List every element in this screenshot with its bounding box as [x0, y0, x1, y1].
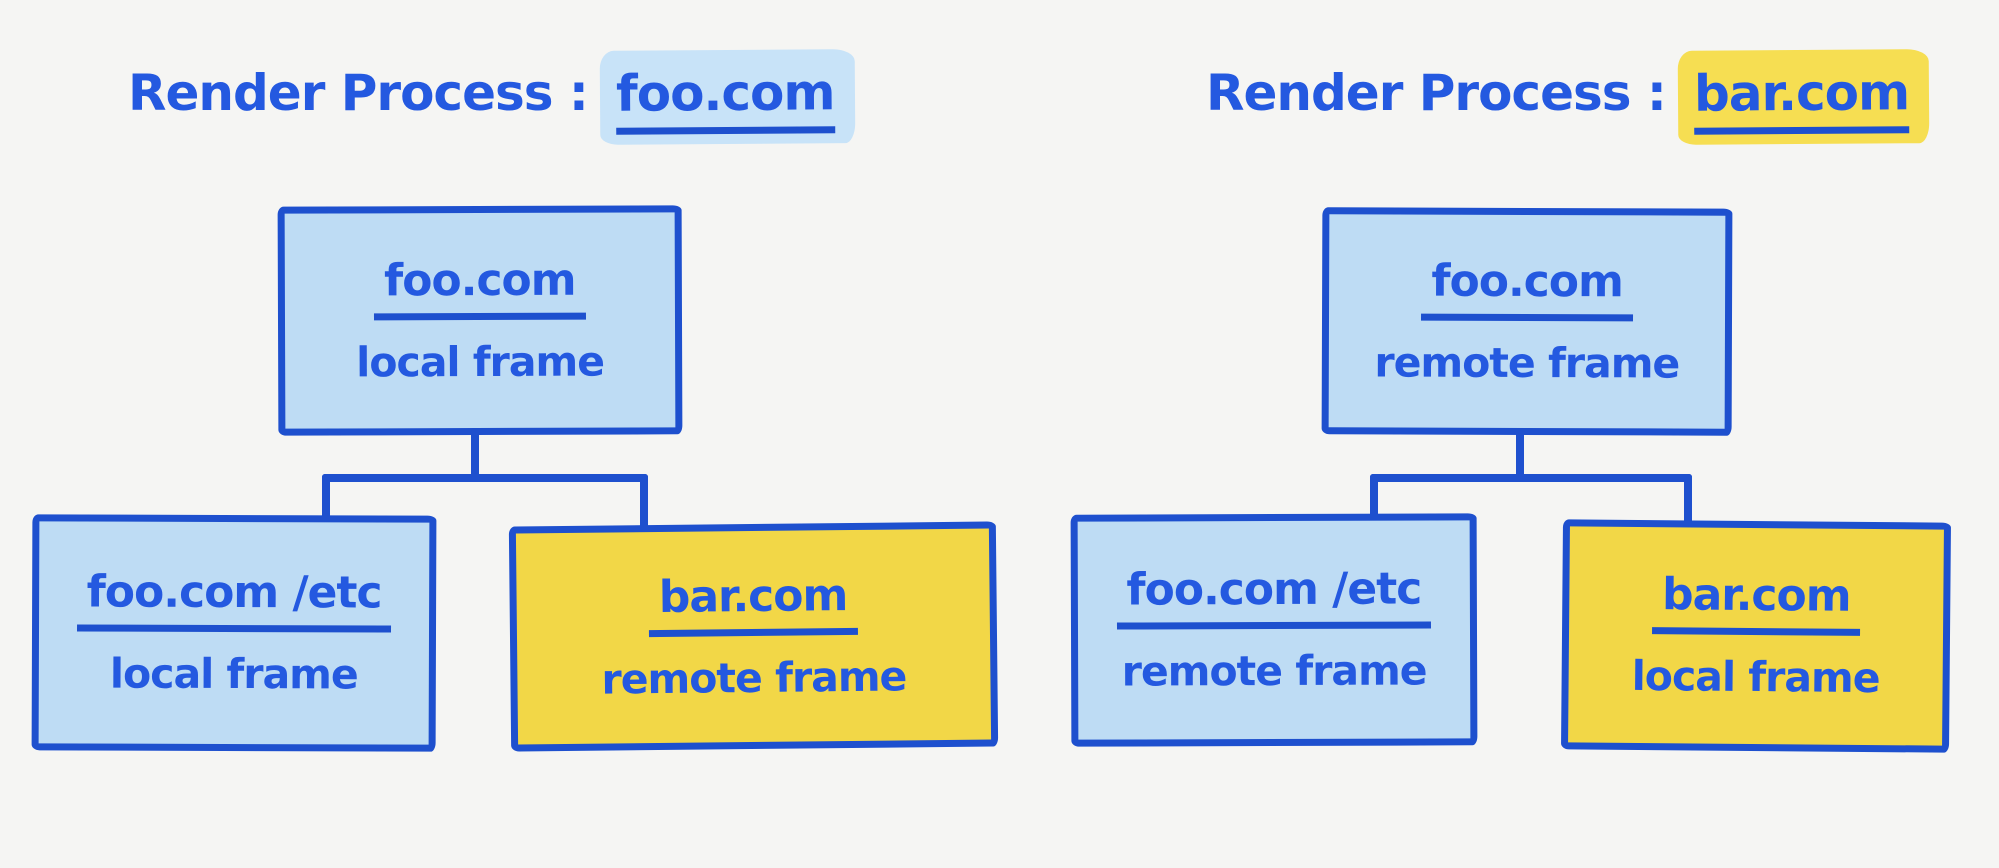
title-prefix: Render Process : [1206, 64, 1667, 122]
frame-domain-label: foo.com /etc [76, 566, 392, 633]
connector-crossbar [1370, 474, 1692, 482]
connector-drop-right [640, 474, 648, 530]
frame-type-label: remote frame [1374, 337, 1680, 388]
title-domain-highlight: foo.com [599, 49, 855, 145]
frame-type-label: local frame [356, 337, 605, 386]
connector-drop-left [1370, 474, 1378, 520]
connector-drop-left [322, 474, 330, 522]
frame-type-label: local frame [109, 649, 358, 699]
child-frame-box-right: bar.com remote frame [508, 521, 999, 752]
connector-stem [1516, 430, 1524, 478]
connector-crossbar [322, 474, 648, 482]
tree-title-foo: Render Process : foo.com [128, 49, 855, 145]
child-frame-box-left: foo.com /etc local frame [31, 514, 437, 752]
root-frame-box: foo.com remote frame [1321, 207, 1733, 436]
title-domain-text: foo.com [616, 63, 835, 135]
tree-title-bar: Render Process : bar.com [1206, 49, 1930, 145]
frame-domain-label: foo.com [374, 254, 586, 320]
root-frame-box: foo.com local frame [277, 205, 683, 436]
frame-type-label: remote frame [1121, 646, 1427, 696]
frame-type-label: local frame [1631, 651, 1880, 703]
frame-domain-label: bar.com [1651, 569, 1861, 636]
connector-drop-right [1684, 474, 1692, 527]
frame-type-label: remote frame [601, 651, 907, 704]
connector-stem [471, 430, 479, 478]
frame-domain-label: bar.com [648, 570, 858, 637]
frame-domain-label: foo.com [1421, 255, 1633, 321]
title-domain-text: bar.com [1694, 63, 1910, 135]
child-frame-box-left: foo.com /etc remote frame [1070, 513, 1478, 747]
child-frame-box-right: bar.com local frame [1561, 519, 1951, 753]
title-prefix: Render Process : [128, 64, 589, 122]
frame-domain-label: foo.com /etc [1116, 563, 1432, 630]
title-domain-highlight: bar.com [1677, 49, 1930, 145]
